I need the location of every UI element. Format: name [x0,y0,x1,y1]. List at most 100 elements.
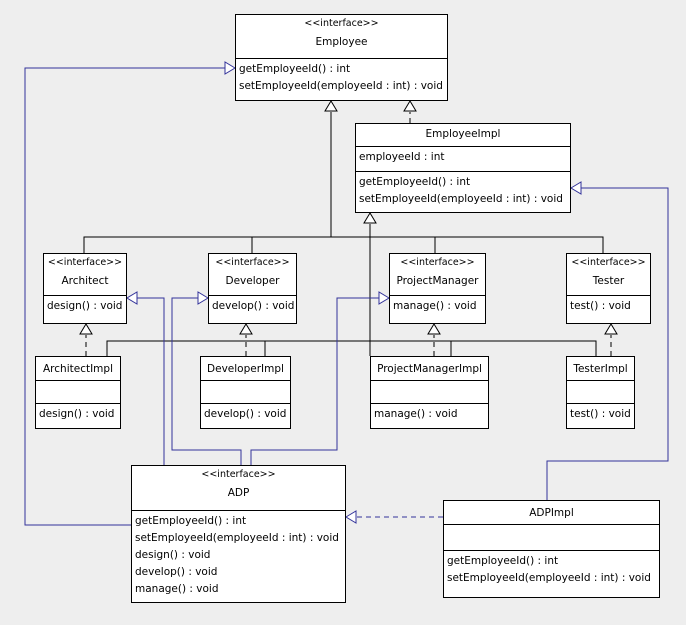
class-header: TesterImpl [567,357,634,381]
attributes-compartment: employeeId : int [356,147,570,171]
operation: develop() : void [135,566,218,578]
class-developer[interactable]: <<interface>> Developer develop() : void [208,253,297,324]
class-name: Developer [225,275,280,287]
class-employee-impl[interactable]: EmployeeImpl employeeId : int getEmploye… [355,123,571,213]
operations-compartment: develop() : void [201,403,290,425]
class-name: ADPImpl [529,507,574,519]
operation: manage() : void [393,300,477,312]
class-adp[interactable]: <<interface>> ADP getEmployeeId() : int … [131,465,346,603]
operation: getEmployeeId() : int [239,63,351,75]
class-name: DeveloperImpl [207,363,284,375]
generalization-bus-impls [106,340,597,356]
class-name: TesterImpl [573,363,628,375]
generalization-arrowhead-employee-impl [363,212,377,224]
class-name: EmployeeImpl [425,128,501,140]
class-name: ProjectManagerImpl [377,363,482,375]
operations-compartment: design() : void [44,296,126,317]
generalization-arrowhead-adp-impl-employee-impl [570,181,582,195]
stereotype-label: <<interface>> [201,469,276,480]
attributes-compartment [36,381,120,403]
operation: design() : void [135,549,211,561]
attributes-compartment [201,381,290,403]
stereotype-label: <<interface>> [400,257,475,268]
class-header: ProjectManagerImpl [371,357,488,381]
realization-arrowhead-developer [239,323,253,335]
operation: getEmployeeId() : int [447,555,559,567]
class-name: Employee [315,36,368,48]
realization-arrowhead-employee-impl [403,100,417,112]
generalization-line-adp-project-manager [250,297,379,465]
class-name: ProjectManager [396,275,479,287]
realization-arrowhead-tester [604,323,618,335]
class-header: DeveloperImpl [201,357,290,381]
operation: manage() : void [135,583,219,595]
operations-compartment: design() : void [36,403,120,425]
class-header: <<interface>> ProjectManager [390,254,485,296]
operations-compartment: getEmployeeId() : int setEmployeeId(empl… [132,511,345,600]
generalization-line-adp-developer [171,297,242,465]
class-tester-impl[interactable]: TesterImpl test() : void [566,356,635,429]
operation: design() : void [47,300,123,312]
operation: manage() : void [374,408,458,420]
operations-compartment: getEmployeeId() : int setEmployeeId(empl… [444,550,659,589]
operations-compartment: manage() : void [390,296,485,317]
operation: develop() : void [212,300,295,312]
attributes-compartment [567,381,634,403]
realization-arrowhead-project-manager [427,323,441,335]
generalization-line-adp-architect [137,297,165,465]
class-header: <<interface>> Architect [44,254,126,296]
operation: setEmployeeId(employeeId : int) : void [447,572,651,584]
operations-compartment: getEmployeeId() : int setEmployeeId(empl… [236,59,447,97]
operation: setEmployeeId(employeeId : int) : void [359,193,563,205]
class-tester[interactable]: <<interface>> Tester test() : void [566,253,651,324]
class-header: <<interface>> Employee [236,15,447,59]
class-architect-impl[interactable]: ArchitectImpl design() : void [35,356,121,429]
operations-compartment: manage() : void [371,403,488,425]
operation: getEmployeeId() : int [359,176,471,188]
stereotype-label: <<interface>> [571,257,646,268]
operation: design() : void [39,408,115,420]
generalization-arrowhead-adp-architect [126,291,138,305]
class-header: <<interface>> Tester [567,254,650,296]
operations-compartment: test() : void [567,403,634,425]
attribute: employeeId : int [359,151,445,163]
class-architect[interactable]: <<interface>> Architect design() : void [43,253,127,324]
class-header: <<interface>> Developer [209,254,296,296]
generalization-arrowhead-adp-developer [197,291,209,305]
operations-compartment: getEmployeeId() : int setEmployeeId(empl… [356,171,570,210]
class-name: Tester [592,275,625,287]
class-employee[interactable]: <<interface>> Employee getEmployeeId() :… [235,14,448,101]
generalization-arrowhead-adp-project-manager [378,291,390,305]
class-name: ArchitectImpl [43,363,113,375]
operation: setEmployeeId(employeeId : int) : void [239,80,443,92]
operations-compartment: test() : void [567,296,650,317]
class-header: ADPImpl [444,501,659,525]
realization-arrowhead-architect [79,323,93,335]
class-name: Architect [61,275,109,287]
generalization-bus-interfaces [83,236,604,253]
operation: getEmployeeId() : int [135,515,247,527]
class-developer-impl[interactable]: DeveloperImpl develop() : void [200,356,291,429]
operation: develop() : void [204,408,287,420]
stereotype-label: <<interface>> [304,18,379,29]
class-name: ADP [227,487,250,499]
operation: test() : void [570,300,631,312]
operation: setEmployeeId(employeeId : int) : void [135,532,339,544]
class-project-manager[interactable]: <<interface>> ProjectManager manage() : … [389,253,486,324]
class-project-manager-impl[interactable]: ProjectManagerImpl manage() : void [370,356,489,429]
attributes-compartment [371,381,488,403]
generalization-line-adp-impl-employee-impl [546,187,669,500]
operation: test() : void [570,408,631,420]
generalization-arrowhead-employee [324,100,338,112]
attributes-compartment [444,525,659,550]
generalization-line-adp-employee [24,67,225,526]
class-header: EmployeeImpl [356,124,570,147]
stereotype-label: <<interface>> [215,257,290,268]
class-adp-impl[interactable]: ADPImpl getEmployeeId() : int setEmploye… [443,500,660,598]
generalization-arrowhead-adp-employee [224,61,236,75]
stereotype-label: <<interface>> [47,257,123,268]
operations-compartment: develop() : void [209,296,296,317]
class-header: <<interface>> ADP [132,466,345,511]
